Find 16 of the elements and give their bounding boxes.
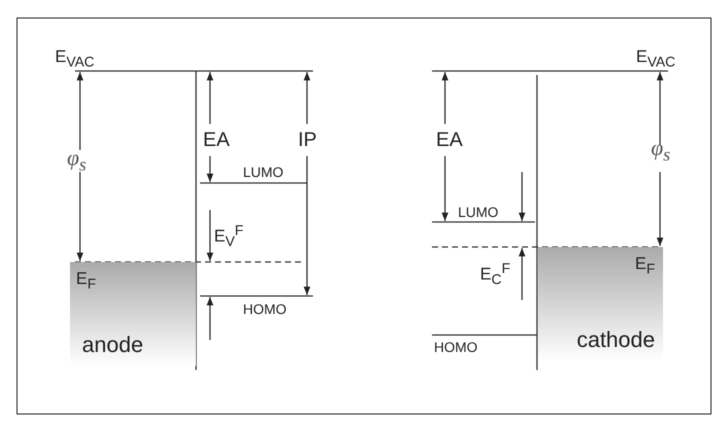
lumo-label: LUMO	[458, 205, 498, 219]
work-function-label: φ$_{s}$	[67, 147, 86, 174]
ionization-potential-label: IP	[298, 130, 317, 150]
vacuum-level-label: E$_{VAC}$	[55, 48, 94, 70]
electrode-label: cathode	[576, 329, 655, 351]
fermi-level-label: E$_{F}$	[635, 255, 655, 277]
electron-affinity-label: EA	[203, 130, 230, 150]
electrode-label: anode	[82, 334, 144, 356]
work-function-label: φ$_{s}$	[651, 137, 670, 164]
electrode-block	[70, 262, 196, 366]
homo-label: HOMO	[243, 302, 287, 316]
lumo-label: LUMO	[243, 165, 284, 179]
homo-label: HOMO	[434, 340, 478, 354]
electron-affinity-label: EA	[436, 130, 463, 150]
vacuum-level-label: E$_{VAC}$	[636, 48, 676, 70]
fermi-level-label: E$_{F}$	[76, 270, 96, 292]
